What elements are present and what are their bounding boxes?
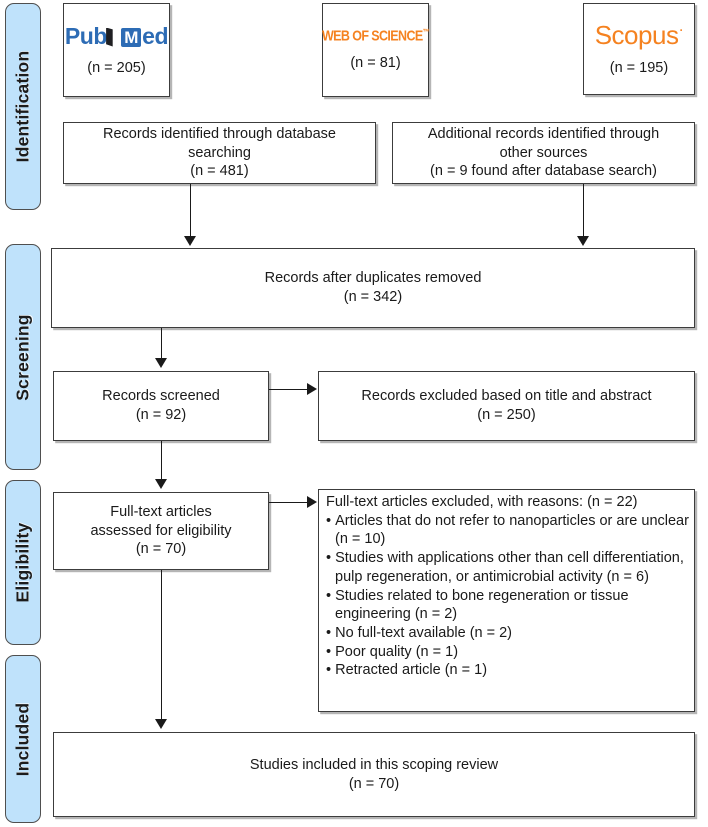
connector-duplicates-to-screened [161, 328, 162, 359]
stage-tab-included: Included [5, 655, 41, 823]
box-database-search-count: (n = 481) [190, 163, 249, 180]
box-fulltext-assessed-count: (n = 70) [135, 541, 187, 558]
scopus-count: (n = 195) [609, 60, 669, 76]
arrow-fulltext-to-included [155, 719, 167, 729]
box-other-sources: Additional records identified through ot… [392, 122, 695, 184]
box-other-sources-line1: Additional records identified through [427, 126, 660, 143]
exclusion-reason-item: Poor quality (n = 1) [326, 643, 689, 662]
pubmed-book-icon [106, 27, 113, 47]
trademark-icon: ™ [422, 28, 430, 37]
box-studies-included: Studies included in this scoping review … [53, 732, 695, 817]
connector-fulltext-to-exclusions [269, 502, 309, 503]
web-of-science-wordmark: WEB OF SCIENCE [321, 27, 423, 45]
exclusion-reason-item: No full-text available (n = 2) [326, 624, 689, 643]
source-box-web-of-science: WEB OF SCIENCE™ (n = 81) [321, 3, 430, 97]
source-box-scopus: Scopus· (n = 195) [583, 3, 695, 95]
stage-tab-identification: Identification [5, 3, 41, 210]
scopus-logo: Scopus· [595, 22, 684, 48]
box-records-screened-count: (n = 92) [135, 407, 187, 423]
connector-fulltext-to-included [161, 570, 162, 720]
box-other-sources-line2: other sources [499, 144, 588, 161]
connector-database-search-to-duplicates [190, 184, 191, 238]
arrow-screened-to-fulltext [155, 479, 167, 489]
box-database-search: Records identified through database sear… [63, 122, 376, 184]
box-database-search-line1: Records identified through database [103, 126, 336, 143]
stage-tab-eligibility: Eligibility [5, 480, 41, 645]
box-duplicates-removed: Records after duplicates removed (n = 34… [51, 248, 695, 328]
arrow-other-sources-to-duplicates [577, 236, 589, 246]
box-records-screened: Records screened (n = 92) [53, 371, 269, 441]
arrow-database-search-to-duplicates [184, 236, 196, 246]
exclusion-reason-item: Studies related to bone regeneration or … [326, 587, 689, 624]
box-records-screened-line1: Records screened [102, 388, 220, 405]
connector-other-sources-to-duplicates [583, 184, 584, 238]
connector-screened-to-fulltext [161, 441, 162, 481]
stage-tab-included-label: Included [12, 702, 33, 776]
box-records-excluded: Records excluded based on title and abst… [318, 371, 695, 441]
box-records-excluded-line1: Records excluded based on title and abst… [361, 388, 652, 405]
web-of-science-count: (n = 81) [350, 55, 401, 71]
box-duplicates-removed-count: (n = 342) [343, 289, 403, 305]
exclusion-reasons-heading: Full-text articles excluded, with reason… [326, 494, 638, 510]
box-database-search-line2: searching [188, 144, 251, 161]
box-duplicates-removed-line1: Records after duplicates removed [264, 270, 482, 287]
exclusion-reasons-list: Articles that do not refer to nanopartic… [326, 512, 689, 680]
box-fulltext-assessed: Full-text articles assessed for eligibil… [53, 492, 269, 570]
exclusion-reason-item: Articles that do not refer to nanopartic… [326, 512, 689, 549]
arrow-fulltext-to-exclusions [307, 496, 317, 508]
exclusion-reason-item: Studies with applications other than cel… [326, 549, 689, 586]
web-of-science-logo: WEB OF SCIENCE™ [321, 27, 430, 45]
scopus-registered-icon: · [678, 21, 684, 39]
stage-tab-eligibility-label: Eligibility [12, 522, 33, 603]
box-records-excluded-count: (n = 250) [477, 407, 536, 423]
box-fulltext-assessed-line2: assessed for eligibility [90, 522, 232, 539]
pubmed-m-mark: M [121, 27, 142, 47]
box-studies-included-line1: Studies included in this scoping review [249, 756, 499, 773]
pubmed-count: (n = 205) [87, 59, 146, 76]
connector-screened-to-excluded [269, 389, 309, 390]
stage-tab-screening: Screening [5, 244, 41, 470]
arrow-duplicates-to-screened [155, 358, 167, 368]
exclusion-reason-item: Retracted article (n = 1) [326, 661, 689, 680]
stage-tab-screening-label: Screening [12, 313, 33, 401]
box-exclusion-reasons: Full-text articles excluded, with reason… [318, 489, 695, 712]
box-studies-included-count: (n = 70) [348, 775, 400, 792]
box-other-sources-count: (n = 9 found after database search) [430, 163, 657, 180]
scopus-wordmark: Scopus [594, 20, 679, 50]
stage-tab-identification-label: Identification [12, 50, 33, 163]
arrow-screened-to-excluded [307, 383, 317, 395]
box-fulltext-assessed-line1: Full-text articles [110, 504, 212, 521]
